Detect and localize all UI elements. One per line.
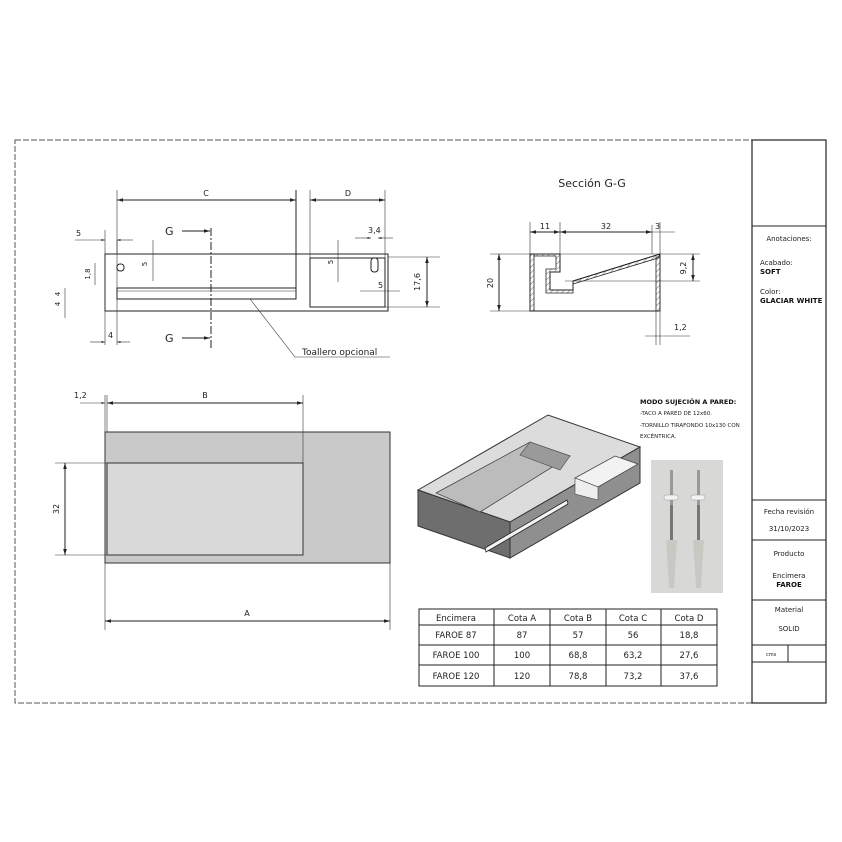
product-label: Producto — [774, 550, 805, 558]
finish-value: SOFT — [760, 268, 781, 276]
color-value: GLACIAR WHITE — [760, 297, 823, 305]
finish-label: Acabado: — [760, 259, 793, 267]
screw-icon — [663, 470, 679, 588]
section-mark-bottom: G — [165, 332, 174, 345]
towel-bar-note: Toallero opcional — [301, 348, 377, 358]
table-cell: 57 — [573, 631, 584, 641]
top-view: C D G G 5 1,8 5 4 4 4 3,4 5 5 17,6 Toal — [54, 189, 440, 358]
table-header: Cota B — [564, 614, 592, 624]
table-cell: 56 — [628, 631, 639, 641]
section-title: Sección G-G — [558, 177, 626, 190]
dim-4-top: 4 — [54, 291, 62, 296]
dim-1-2-front: 1,2 — [74, 391, 87, 400]
dim-20: 20 — [486, 278, 495, 288]
mounting-line-3: EXCÉNTRICA. — [640, 432, 677, 440]
revision-date: 31/10/2023 — [769, 525, 809, 533]
dim-11: 11 — [540, 222, 550, 231]
dim-9-2: 9,2 — [679, 262, 688, 275]
table-cell: 18,8 — [680, 631, 699, 641]
table-header: Cota C — [619, 614, 647, 624]
table-cell: 27,6 — [680, 651, 699, 661]
table-cell: 63,2 — [624, 651, 643, 661]
section-g-g: Sección G-G 11 32 3 20 9,2 1,2 — [486, 177, 700, 345]
dim-c: C — [203, 189, 209, 198]
dim-32: 32 — [601, 222, 611, 231]
table-header: Cota A — [508, 614, 536, 624]
screw-icon — [690, 470, 706, 588]
table-cell: 78,8 — [569, 672, 588, 682]
table-cell: 87 — [517, 631, 528, 641]
mounting-note: MODO SUJECIÓN A PARED: -TACO A PARED DE … — [640, 397, 740, 440]
sheet-border — [14, 139, 827, 704]
table-header: Encimera — [436, 614, 476, 624]
front-view: 1,2 B 32 A — [52, 391, 391, 630]
units-label: cms — [766, 652, 777, 658]
table-cell: 68,8 — [569, 651, 588, 661]
dim-5-right-h: 5 — [378, 281, 383, 290]
color-label: Color: — [760, 288, 781, 296]
material-label: Material — [775, 606, 803, 614]
dim-5-left: 5 — [76, 229, 81, 238]
product-type: Encimera — [773, 572, 806, 580]
table-cell: FAROE 100 — [433, 651, 480, 661]
table-header: Cota D — [675, 614, 704, 624]
dim-17-6: 17,6 — [413, 273, 422, 291]
dim-b: B — [202, 391, 208, 400]
table-cell: 37,6 — [680, 672, 699, 682]
dim-5-right-v: 5 — [327, 260, 335, 264]
dim-3: 3 — [655, 222, 660, 231]
dim-4-bottom: 4 — [108, 331, 113, 340]
section-mark-top: G — [165, 225, 174, 238]
dim-32-front: 32 — [52, 504, 61, 514]
dim-4-mid: 4 — [54, 301, 62, 306]
title-block: Anotaciones: Acabado: SOFT Color: GLACIA… — [751, 139, 827, 704]
table-cell: FAROE 87 — [435, 631, 476, 641]
dim-1-2-section: 1,2 — [674, 323, 687, 332]
wall-fixing-photo — [651, 460, 723, 593]
mounting-line-1: -TACO A PARED DE 12x60. — [640, 411, 712, 417]
product-name: FAROE — [776, 581, 802, 589]
dim-3-4: 3,4 — [368, 226, 381, 235]
dim-5-slot: 5 — [141, 262, 149, 266]
table-cell: FAROE 120 — [433, 672, 480, 682]
isometric-view — [416, 414, 642, 559]
table-cell: 120 — [514, 672, 530, 682]
mounting-line-2: -TORNILLO TIRAFONDO 10x130 CON — [640, 423, 740, 429]
table-cell: 100 — [514, 651, 530, 661]
table-cell: 73,2 — [624, 672, 643, 682]
dim-a: A — [244, 609, 250, 618]
dim-1-8: 1,8 — [84, 268, 92, 279]
material-value: SOLID — [778, 625, 799, 633]
annotations-label: Anotaciones: — [766, 235, 811, 243]
mounting-title: MODO SUJECIÓN A PARED: — [640, 397, 736, 406]
dimension-table: Encimera Cota A Cota B Cota C Cota D FAR… — [418, 608, 718, 687]
dim-d: D — [345, 189, 351, 198]
revision-label: Fecha revisión — [764, 508, 814, 516]
